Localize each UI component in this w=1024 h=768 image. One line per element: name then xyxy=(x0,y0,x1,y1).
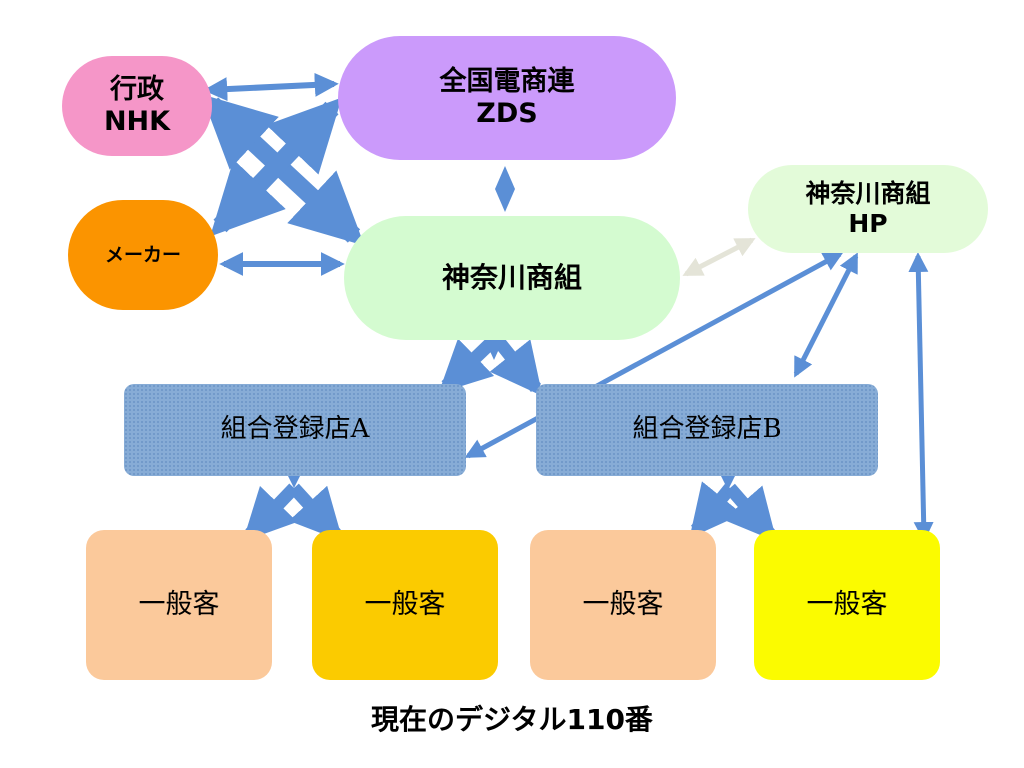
node-gyosei-line1: 行政 xyxy=(110,73,164,105)
node-store-a-label: 組合登録店A xyxy=(220,414,370,445)
arrow-maker-zds xyxy=(210,97,342,237)
node-zds: 全国電商連 ZDS xyxy=(338,36,676,160)
arrow-gyosei-zds xyxy=(203,72,339,102)
diagram-caption: 現在のデジタル110番 xyxy=(371,703,653,736)
node-kanagawa-label: 神奈川商組 xyxy=(441,261,582,295)
node-customer-4: 一般客 xyxy=(754,530,940,680)
node-customer-1: 一般客 xyxy=(86,530,272,680)
node-store-b: 組合登録店B xyxy=(536,384,878,476)
arrow-hp-store-b xyxy=(793,252,859,378)
node-store-b-label: 組合登録店B xyxy=(632,414,782,445)
arrow-hp-customer-4 xyxy=(908,252,934,542)
node-zds-line1: 全国電商連 xyxy=(439,65,575,97)
node-kanagawa-hp: 神奈川商組 HP xyxy=(748,165,988,253)
arrow-store-b-customer-4 xyxy=(723,483,777,542)
node-zds-line2: ZDS xyxy=(476,98,538,129)
arrow-kanagawa-hp xyxy=(682,237,756,277)
node-customer-4-label: 一般客 xyxy=(806,588,888,620)
arrow-store-b-customer-3 xyxy=(689,481,743,539)
node-maker-label: メーカー xyxy=(104,243,181,266)
node-gyosei-nhk: 行政 NHK xyxy=(62,56,212,156)
node-customer-3: 一般客 xyxy=(530,530,716,680)
arrow-store-a-customer-1 xyxy=(242,483,299,542)
arrow-hp-store-a xyxy=(464,251,844,459)
node-maker: メーカー xyxy=(68,200,218,310)
node-customer-2: 一般客 xyxy=(312,530,498,680)
arrow-store-a-customer-2 xyxy=(288,483,344,542)
arrow-kanagawa-store-b xyxy=(489,333,543,397)
node-customer-3-label: 一般客 xyxy=(582,588,664,620)
node-customer-1-label: 一般客 xyxy=(138,588,220,620)
node-hp-line2: HP xyxy=(848,209,888,238)
node-hp-line1: 神奈川商組 xyxy=(805,179,931,208)
diamond-zds-kanagawa xyxy=(495,166,515,212)
node-customer-2-label: 一般客 xyxy=(364,588,446,620)
node-kanagawa: 神奈川商組 xyxy=(344,216,680,340)
node-store-a: 組合登録店A xyxy=(124,384,466,476)
node-gyosei-line2: NHK xyxy=(103,106,171,137)
